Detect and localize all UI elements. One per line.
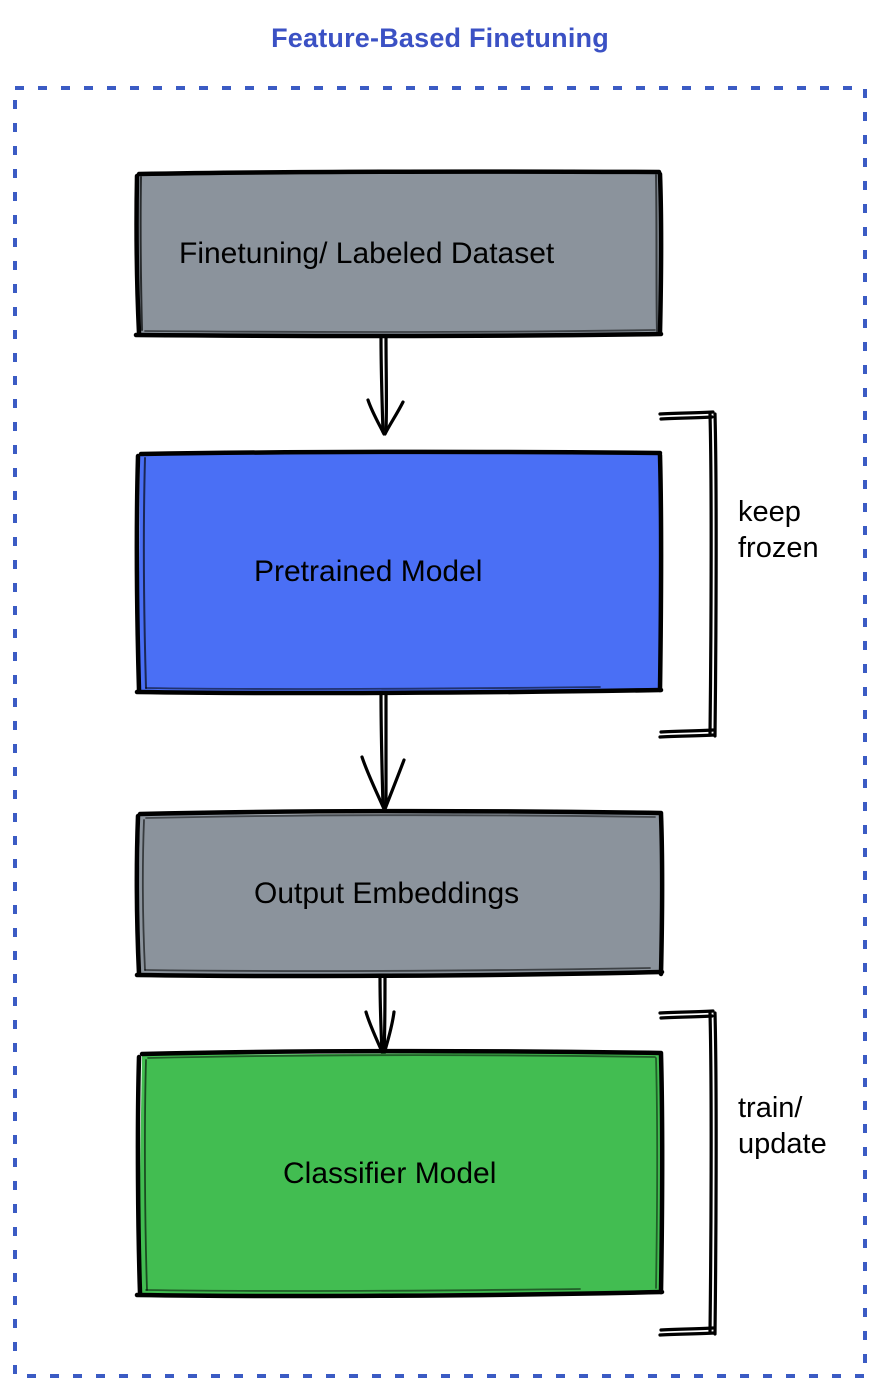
node-embeddings-shape[interactable] <box>134 808 665 979</box>
node-pretrained[interactable]: Pretrained Model <box>138 452 661 692</box>
node-pretrained-shape[interactable] <box>134 449 664 696</box>
page-title: Feature-Based Finetuning <box>271 23 609 53</box>
node-classifier-label: Classifier Model <box>283 1156 497 1190</box>
annotation-keep-frozen: keep frozen <box>738 496 819 564</box>
bracket-train-update <box>658 1009 718 1337</box>
node-dataset-label: Finetuning/ Labeled Dataset <box>179 236 555 270</box>
arrow-embeddings-to-classifier <box>364 975 396 1056</box>
node-embeddings-label: Output Embeddings <box>254 876 520 910</box>
node-embeddings[interactable]: Output Embeddings <box>137 812 662 975</box>
bracket-keep-frozen <box>658 410 718 739</box>
arrow-dataset-to-pretrained <box>366 335 405 436</box>
node-classifier[interactable]: Classifier Model <box>138 1052 662 1295</box>
node-pretrained-label: Pretrained Model <box>254 555 483 588</box>
node-dataset[interactable]: Finetuning/ Labeled Dataset <box>137 172 661 335</box>
node-classifier-shape[interactable] <box>134 1048 665 1299</box>
annotation-train-update: train/ update <box>738 1092 827 1160</box>
node-dataset-shape[interactable] <box>133 169 664 339</box>
arrow-pretrained-to-embeddings <box>360 692 406 811</box>
